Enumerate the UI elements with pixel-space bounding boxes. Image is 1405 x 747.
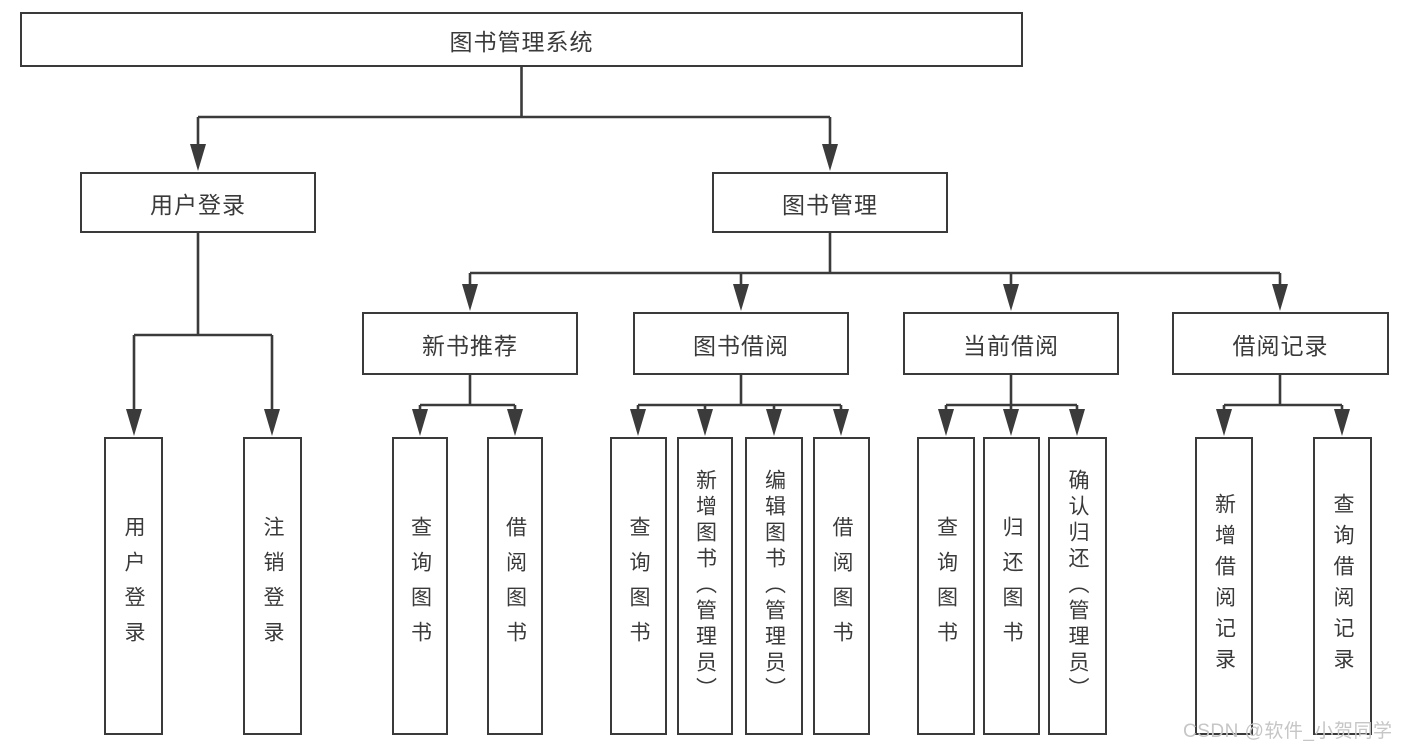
arrowhead-icon [1334, 409, 1350, 436]
arrowhead-icon [190, 144, 206, 171]
arrowhead-icon [1272, 284, 1288, 311]
node-borrow-records: 借阅记录 [1172, 312, 1389, 375]
node-leaf-nbr-query-books: 查询图书 [392, 437, 448, 735]
node-leaf-logout: 注销登录 [243, 437, 302, 735]
arrowhead-icon [938, 409, 954, 436]
connector-borrow-records-children [1216, 375, 1350, 436]
arrowhead-icon [822, 144, 838, 171]
node-leaf-cb-return-books: 归还图书 [983, 437, 1040, 735]
node-book-mgmt: 图书管理 [712, 172, 948, 233]
node-leaf-br-add-record: 新增借阅记录 [1195, 437, 1253, 735]
arrowhead-icon [462, 284, 478, 311]
node-leaf-nbr-borrow-books: 借阅图书 [487, 437, 543, 735]
arrowhead-icon [697, 409, 713, 436]
arrowhead-icon [264, 409, 280, 436]
arrowhead-icon [630, 409, 646, 436]
arrowhead-icon [1003, 409, 1019, 436]
node-new-book-rec: 新书推荐 [362, 312, 578, 375]
node-leaf-cb-confirm-return-admin: 确认归还（管理员） [1048, 437, 1107, 735]
node-leaf-user-login: 用户登录 [104, 437, 163, 735]
connector-new-book-rec-children [412, 375, 523, 436]
arrowhead-icon [1003, 284, 1019, 311]
arrowhead-icon [507, 409, 523, 436]
arrowhead-icon [1216, 409, 1232, 436]
connector-book-borrow-children [630, 375, 849, 436]
arrowhead-icon [1069, 409, 1085, 436]
connector-current-borrow-children [938, 375, 1085, 436]
node-user-login: 用户登录 [80, 172, 316, 233]
arrowhead-icon [412, 409, 428, 436]
connector-book-mgmt-children [462, 233, 1288, 311]
node-root: 图书管理系统 [20, 12, 1023, 67]
arrowhead-icon [766, 409, 782, 436]
connector-root-children [190, 67, 838, 171]
node-leaf-bb-edit-books-admin: 编辑图书（管理员） [745, 437, 803, 735]
csdn-watermark: CSDN @软件_小贺同学 [1183, 721, 1393, 742]
node-book-borrow: 图书借阅 [633, 312, 849, 375]
arrowhead-icon [733, 284, 749, 311]
node-leaf-bb-query-books: 查询图书 [610, 437, 667, 735]
arrowhead-icon [126, 409, 142, 436]
node-leaf-bb-add-books-admin: 新增图书（管理员） [677, 437, 733, 735]
node-current-borrow: 当前借阅 [903, 312, 1119, 375]
arrowhead-icon [833, 409, 849, 436]
node-leaf-br-query-record: 查询借阅记录 [1313, 437, 1372, 735]
connector-user-login-children [126, 233, 280, 436]
node-leaf-cb-query-books: 查询图书 [917, 437, 975, 735]
node-leaf-bb-borrow-books: 借阅图书 [813, 437, 870, 735]
